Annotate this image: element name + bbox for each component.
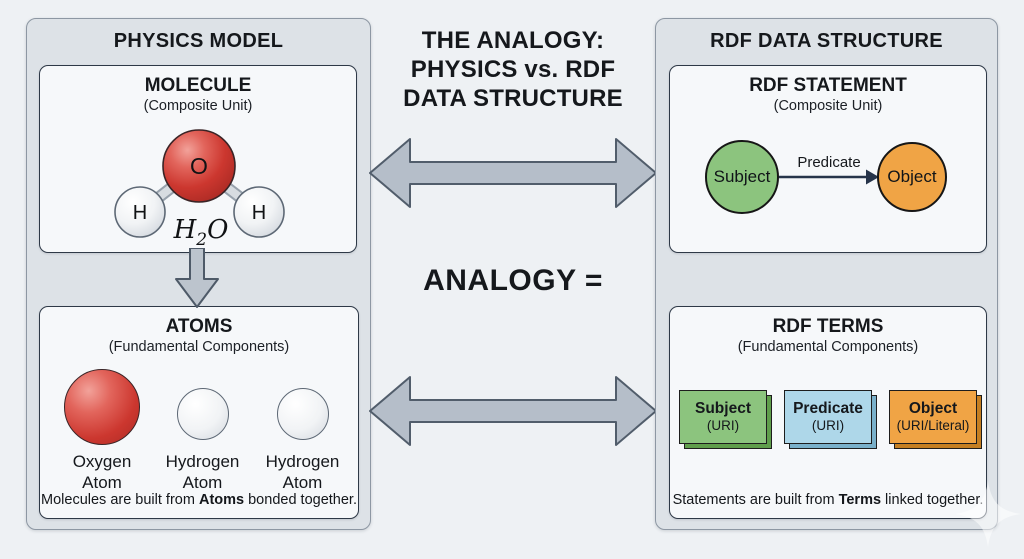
atoms-caption: Molecules are built from Atoms bonded to… <box>41 492 357 508</box>
terms-row: Subject (URI) Predicate (URI) Object ( <box>670 390 986 449</box>
hydrogen-right-circle <box>233 186 285 238</box>
predicate-arrow-icon <box>779 169 879 185</box>
predicate-term-card: Predicate (URI) <box>784 390 877 449</box>
down-arrow-left-icon <box>175 248 219 308</box>
object-term-type: (URI/Literal) <box>896 418 970 433</box>
statement-box-subtitle: (Composite Unit) <box>773 98 883 114</box>
rdf-statement-box: RDF STATEMENT (Composite Unit) Subject P… <box>669 65 987 253</box>
subject-node: Subject <box>705 140 779 214</box>
statement-box-title: RDF STATEMENT <box>749 75 907 96</box>
physics-panel-title: PHYSICS MODEL <box>113 30 284 52</box>
subject-term-card: Subject (URI) <box>679 390 772 449</box>
object-term-name: Object <box>908 400 958 417</box>
rdf-panel-title: RDF DATA STRUCTURE <box>710 30 943 52</box>
oxygen-symbol: O <box>190 153 208 179</box>
double-arrow-top-icon <box>369 138 657 208</box>
hydrogen-left-circle <box>114 186 166 238</box>
atoms-box-subtitle: (Fundamental Components) <box>108 339 290 355</box>
hydrogen-atom-label: Hydrogen Atom <box>165 452 240 492</box>
molecule-box: MOLECULE (Composite Unit) <box>39 65 357 253</box>
hydrogen-atom-circle <box>276 388 329 440</box>
oxygen-atom-item: Oxygen Atom <box>52 362 152 493</box>
atoms-box: ATOMS (Fundamental Components) Oxygen At… <box>39 306 359 519</box>
rdf-terms-box: RDF TERMS (Fundamental Components) Subje… <box>669 306 987 519</box>
water-formula: H2O <box>173 215 229 250</box>
hydrogen-atom-item: Hydrogen Atom <box>255 362 350 493</box>
predicate-label: Predicate <box>797 154 861 171</box>
oxygen-atom-circle <box>64 369 140 445</box>
hydrogen-atom-circle <box>176 388 229 440</box>
molecule-box-subtitle: (Composite Unit) <box>143 98 253 114</box>
terms-caption: Statements are built from Terms linked t… <box>672 492 984 508</box>
diagram-title-line2: PHYSICS vs. RDF <box>410 56 616 83</box>
terms-box-title: RDF TERMS <box>772 316 884 337</box>
hydrogen-atom-label: Hydrogen Atom <box>265 452 340 492</box>
hydrogen-left-symbol: H <box>133 202 147 224</box>
double-arrow-bottom-icon <box>369 376 657 446</box>
atoms-box-title: ATOMS <box>165 316 233 337</box>
object-node: Object <box>877 142 947 212</box>
rdf-panel: RDF DATA STRUCTURE RDF STATEMENT (Compos… <box>655 18 998 530</box>
oxygen-atom-label: Oxygen Atom <box>72 452 132 492</box>
water-molecule-figure: O H H H2O <box>114 129 285 250</box>
analogy-equals-label: ANALOGY = <box>423 264 603 297</box>
hydrogen-atom-item: Hydrogen Atom <box>155 362 250 493</box>
sparkle-watermark-icon <box>955 481 1021 547</box>
diagram-title: THE ANALOGY: PHYSICS vs. RDF DATA STRUCT… <box>371 26 655 113</box>
diagram-title-line3: DATA STRUCTURE <box>403 85 623 112</box>
predicate-term-type: (URI) <box>811 418 845 433</box>
object-term-card: Object (URI/Literal) <box>889 390 982 449</box>
terms-box-subtitle: (Fundamental Components) <box>737 339 919 355</box>
molecule-box-title: MOLECULE <box>144 75 252 96</box>
predicate-term-name: Predicate <box>793 400 863 417</box>
subject-term-name: Subject <box>695 400 751 417</box>
oxygen-circle <box>162 129 236 203</box>
subject-term-type: (URI) <box>706 418 740 433</box>
hydrogen-right-symbol: H <box>252 202 266 224</box>
physics-panel: PHYSICS MODEL MOLECULE (Composite Unit) <box>26 18 371 530</box>
diagram-title-line1: THE ANALOGY: <box>421 27 605 54</box>
